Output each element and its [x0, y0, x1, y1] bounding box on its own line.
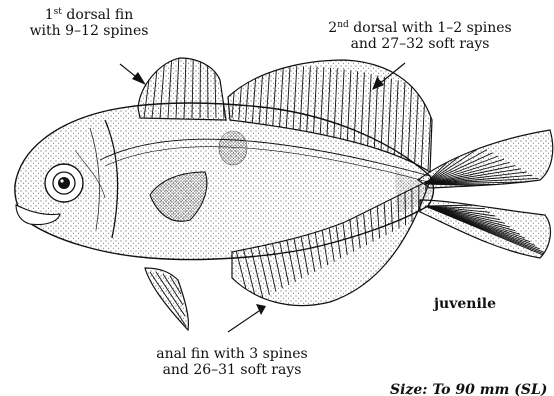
label-line: anal fin with 3 spines — [132, 346, 332, 362]
arrow-anal-fin — [228, 304, 266, 332]
arrow-first-dorsal — [120, 64, 146, 85]
label-line: dorsal fin — [62, 7, 133, 23]
ordinal-suffix: st — [54, 7, 62, 17]
label-line: and 27–32 soft rays — [300, 36, 540, 52]
size-caption: Size: To 90 mm (SL) — [390, 382, 547, 396]
caudal-fin — [418, 130, 554, 260]
pelvic-fin — [145, 268, 188, 330]
dark-spot — [219, 131, 247, 165]
label-line: and 26–31 soft rays — [132, 362, 332, 378]
label-anal-fin: anal fin with 3 spines and 26–31 soft ra… — [132, 346, 332, 378]
label-line: with 9–12 spines — [14, 23, 164, 39]
label-line: dorsal with 1–2 spines — [349, 20, 512, 36]
ordinal-number: 2 — [328, 20, 337, 36]
label-first-dorsal-fin: 1st dorsal fin with 9–12 spines — [14, 7, 164, 39]
ordinal-number: 1 — [45, 7, 54, 23]
ordinal-suffix: nd — [337, 20, 349, 30]
stage-label: juvenile — [420, 296, 510, 312]
eye — [45, 164, 83, 202]
label-second-dorsal-fin: 2nd dorsal with 1–2 spines and 27–32 sof… — [300, 20, 540, 52]
